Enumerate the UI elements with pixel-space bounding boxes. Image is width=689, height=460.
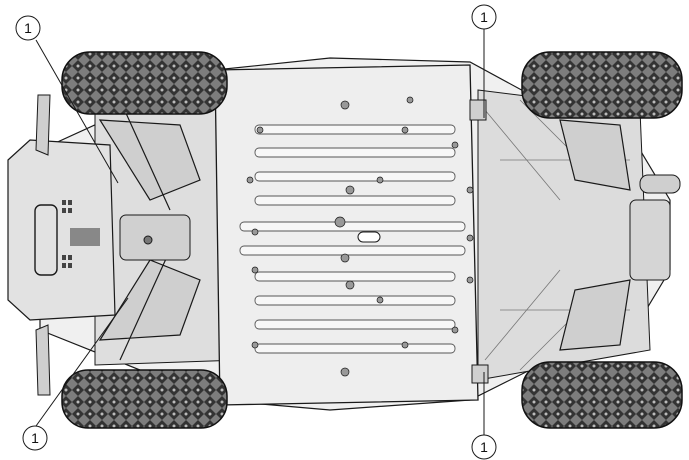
tie-down-bracket-rear-bottom xyxy=(471,364,489,384)
callout-label: 1 xyxy=(480,439,488,455)
rear-exhaust xyxy=(639,174,681,194)
callout-front-left-top: 1 xyxy=(15,15,41,41)
front-bumper-handle xyxy=(34,204,58,276)
front-right-bar xyxy=(35,324,51,396)
tire-front-right xyxy=(61,369,228,429)
rear-differential xyxy=(629,199,671,281)
callout-label: 1 xyxy=(31,430,39,446)
front-left-bar xyxy=(35,94,51,156)
callout-label: 1 xyxy=(480,9,488,25)
callout-rear-top: 1 xyxy=(471,4,497,30)
front-diff-bolt xyxy=(143,235,153,245)
tire-front-left xyxy=(61,51,228,115)
skid-plate-slot xyxy=(357,231,381,243)
front-bumper xyxy=(7,139,116,321)
front-suspension-arms xyxy=(98,99,201,361)
tie-down-bracket-rear-top xyxy=(469,99,487,121)
tire-rear-right xyxy=(521,361,683,429)
tire-rear-left xyxy=(521,51,683,119)
leader-line-front-left-top xyxy=(35,39,119,184)
callout-rear-bottom: 1 xyxy=(471,434,497,460)
callout-label: 1 xyxy=(24,20,32,36)
front-bumper-vents xyxy=(62,200,100,268)
rear-suspension-arms xyxy=(559,119,631,351)
leader-line-front-left-bottom xyxy=(35,297,129,427)
callout-front-left-bottom: 1 xyxy=(22,425,48,451)
front-differential xyxy=(119,214,191,261)
skid-plate-bolts xyxy=(246,96,474,377)
